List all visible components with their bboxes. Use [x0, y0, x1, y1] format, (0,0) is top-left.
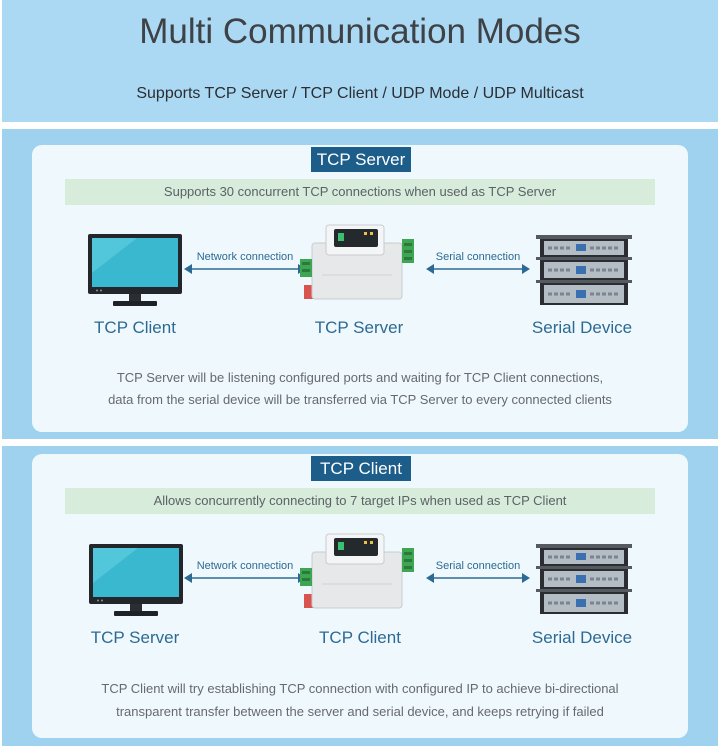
tcp-server-label: TCP Server: [90, 628, 180, 647]
section-description-line-1: TCP Server will be listening configured …: [116, 370, 604, 385]
network-connection-label: Network connection: [196, 251, 294, 263]
section-caption: Allows concurrently connecting to 7 targ…: [65, 488, 655, 514]
section-description-line-1: TCP Client will try establishing TCP con…: [101, 681, 619, 696]
serial-connection-arrow: [426, 573, 530, 583]
tcp-client-card: TCP Client Allows concurrently connectin…: [32, 454, 688, 738]
section-tag: TCP Client: [311, 456, 411, 481]
serial-connection-label: Serial connection: [435, 251, 521, 263]
tcp-server-panel: TCP Server Supports 30 concurrent TCP co…: [2, 129, 718, 439]
section-tag: TCP Server: [311, 147, 411, 172]
server-rack-icon: [536, 235, 632, 305]
tcp-client-panel: TCP Client Allows concurrently connectin…: [2, 446, 718, 746]
monitor-icon: [89, 544, 183, 616]
serial-connection-arrow: [426, 264, 530, 274]
server-rack-icon: [536, 544, 632, 614]
serial-server-device-icon: [300, 224, 414, 300]
section-description-line-2: transparent transfer between the server …: [116, 704, 604, 719]
tcp-client-label: TCP Client: [319, 628, 401, 647]
serial-server-device-icon: [300, 533, 414, 609]
section-description-line-2: data from the serial device will be tran…: [108, 392, 612, 407]
network-connection-arrow: [184, 573, 306, 583]
monitor-icon: [88, 234, 182, 306]
section-caption: Supports 30 concurrent TCP connections w…: [65, 179, 655, 205]
page-title: Multi Communication Modes: [139, 12, 581, 51]
page-subtitle: Supports TCP Server / TCP Client / UDP M…: [136, 85, 584, 102]
network-connection-arrow: [184, 264, 306, 274]
serial-connection-label: Serial connection: [435, 560, 521, 572]
header-banner: Multi Communication Modes Supports TCP S…: [2, 0, 718, 122]
serial-device-label: Serial Device: [531, 318, 633, 337]
network-connection-label: Network connection: [196, 560, 294, 572]
serial-device-label: Serial Device: [531, 628, 633, 647]
tcp-server-card: TCP Server Supports 30 concurrent TCP co…: [32, 145, 688, 432]
tcp-server-label: TCP Server: [314, 318, 404, 337]
tcp-client-label: TCP Client: [94, 318, 176, 337]
